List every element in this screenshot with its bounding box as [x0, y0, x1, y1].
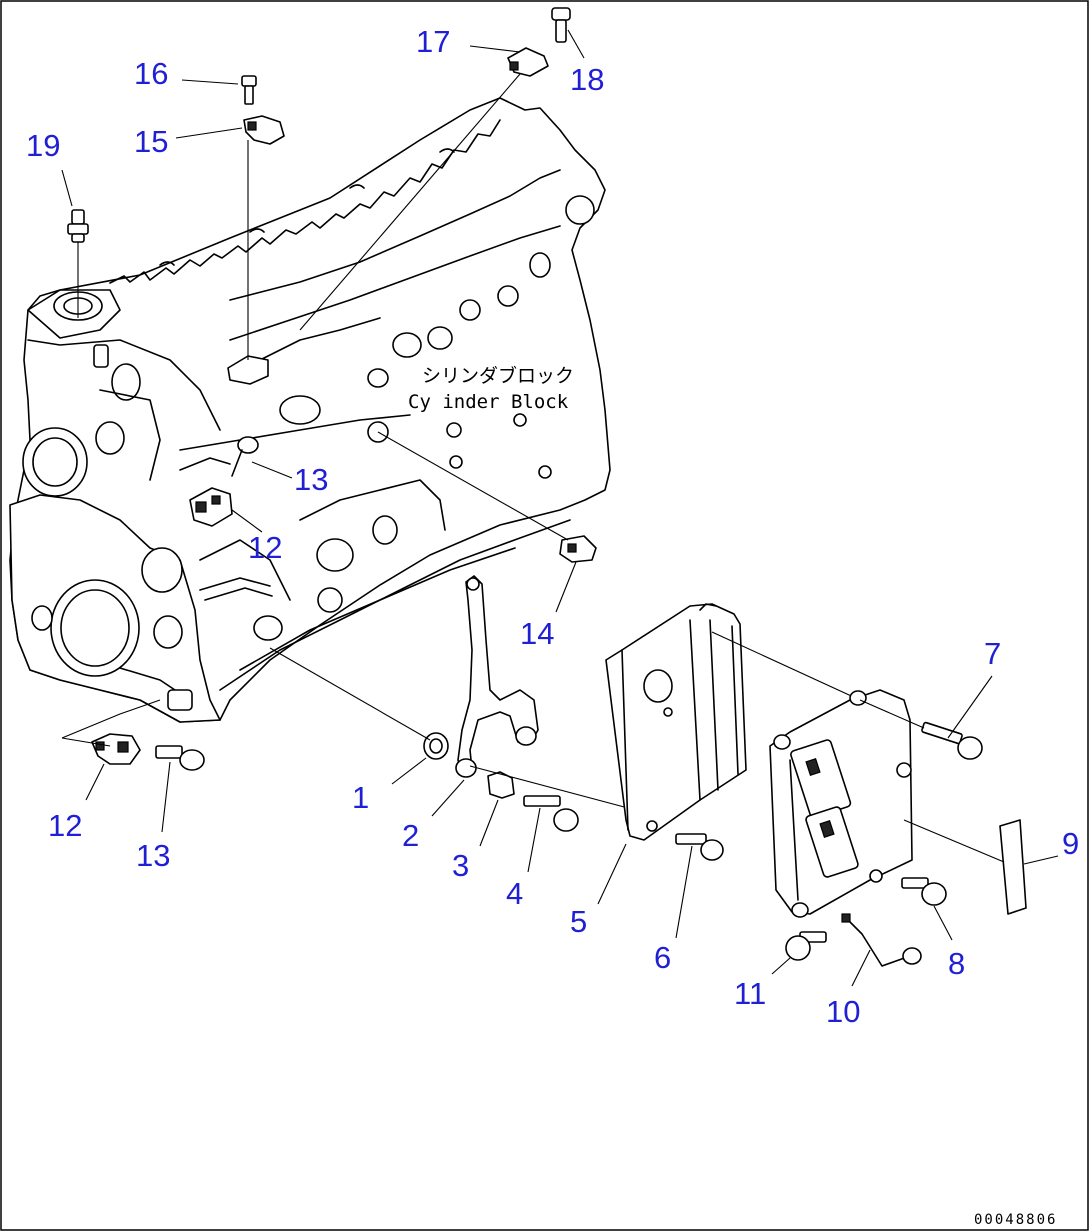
part-3-nut [487, 771, 515, 799]
leader-13-lower [161, 761, 171, 833]
callout-18: 18 [570, 62, 604, 97]
leader-17 [469, 45, 521, 53]
callout-2: 2 [402, 818, 419, 853]
part-9-label [999, 819, 1027, 915]
leader-4 [527, 807, 541, 873]
callout-3: 3 [452, 848, 469, 883]
leader-8 [933, 905, 953, 941]
leader-12-lower-branch [61, 737, 111, 747]
callout-15: 15 [134, 124, 168, 159]
callout-11: 11 [734, 976, 766, 1011]
leader-14-to-block [377, 431, 569, 541]
part-12-lower-sensor [91, 733, 141, 765]
leader-7-to-ecm [859, 699, 925, 729]
part-16-bolt [241, 75, 257, 105]
leader-2 [431, 779, 465, 817]
drawing-number: 00048806 [974, 1212, 1057, 1228]
leader-1 [391, 757, 427, 785]
part-1-spacer [423, 732, 449, 760]
callout-8: 8 [948, 946, 965, 981]
callout-13-lower: 13 [136, 838, 170, 873]
callout-19: 19 [26, 128, 60, 163]
leader-5 [597, 843, 627, 905]
callout-12-lower: 12 [48, 808, 82, 843]
callout-9: 9 [1062, 826, 1079, 861]
leader-14 [555, 561, 577, 613]
callout-14: 14 [520, 616, 554, 651]
callout-12-upper: 12 [248, 530, 282, 565]
callout-7: 7 [984, 636, 1001, 671]
leader-11 [771, 957, 791, 975]
callout-17: 17 [416, 24, 450, 59]
leader-7 [947, 675, 993, 739]
part-2-bracket [455, 575, 539, 778]
part-14-sensor [559, 535, 597, 563]
part-10-ground-wire [841, 913, 922, 967]
callout-6: 6 [654, 940, 671, 975]
leader-19 [61, 169, 73, 207]
part-13-upper-bolt [231, 436, 259, 477]
callout-13-upper: 13 [294, 462, 328, 497]
part-15-sensor [243, 115, 285, 145]
leader-6 [675, 845, 693, 939]
leader-3 [479, 799, 499, 847]
engine-controller-ecm [769, 689, 913, 918]
callout-1: 1 [352, 780, 369, 815]
leader-16 [181, 79, 239, 85]
callout-5: 5 [570, 904, 587, 939]
leader-18 [567, 29, 585, 59]
leader-15 [175, 127, 243, 139]
part-13-lower-bolt [155, 745, 205, 771]
leader-12-upper [231, 509, 263, 533]
leader-12-lower [85, 763, 105, 801]
leader-1-to-block [269, 647, 431, 741]
part-6-bolt [675, 833, 724, 861]
part-4-bolt [523, 795, 579, 832]
cylinder-block [9, 97, 611, 723]
part-7-bolt [921, 721, 983, 760]
block-label-english: Cy inder Block [408, 391, 569, 413]
leader-17-to-block [299, 73, 521, 331]
part-8-bolt [901, 877, 947, 906]
leader-5-to-ecm [711, 631, 861, 701]
callout-4: 4 [506, 876, 523, 911]
block-label-japanese: シリンダブロック [422, 364, 574, 387]
callout-10: 10 [826, 994, 860, 1029]
leader-12-13-to-block [61, 699, 161, 739]
part-19-sensor [67, 209, 89, 243]
part-17-sensor [507, 47, 549, 77]
leader-9 [1023, 855, 1059, 865]
leader-13-upper [251, 461, 293, 479]
leader-2-to-plate [469, 765, 629, 809]
part-5-mounting-plate [605, 603, 747, 841]
leader-10 [851, 949, 871, 987]
part-12-upper-sensor [189, 487, 233, 527]
leader-9-to-ecm [903, 819, 1005, 863]
part-18-bolt [551, 7, 571, 43]
callout-16: 16 [134, 56, 168, 91]
part-11-bolt [785, 931, 827, 961]
